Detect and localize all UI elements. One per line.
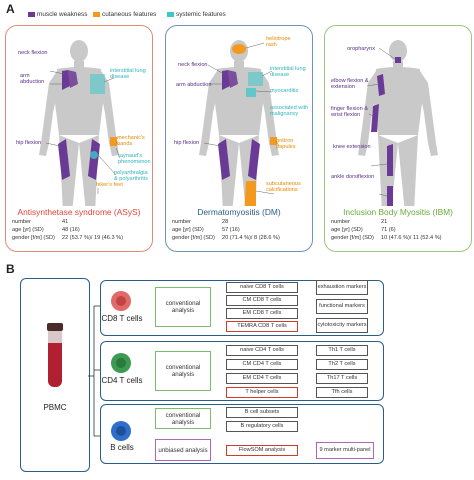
dm-stat-gender-value: 20 (71.4 %)/ 8 (28.6 %)	[222, 235, 280, 241]
asys-stat-age-value: 48 (16)	[62, 227, 80, 233]
cd4-subset-naive: naive CD4 T cells	[226, 345, 298, 356]
dm-card: heliotrope rash neck flexion arm abducti…	[165, 25, 313, 252]
blood-tube-icon	[47, 323, 63, 387]
legend-label-systemic: systemic features	[176, 11, 226, 18]
label-dm-ild: interstitial lung disease	[270, 66, 306, 79]
label-neck-flexion: neck flexion	[18, 50, 48, 56]
label-knee: knee extension	[333, 144, 371, 150]
label-heliotrope: heliotrope rash	[266, 36, 291, 49]
ibm-stat-number-value: 21	[381, 219, 388, 225]
asys-stat-number-label: number	[12, 219, 31, 225]
asys-card: neck flexion arm abduction hip flexion i…	[5, 25, 153, 252]
cd8-analysis-box: conventional analysis	[155, 287, 211, 327]
cd8-marker-exhaustion: exhaustion markers	[316, 280, 368, 295]
label-elbow: elbow flexion & extension	[331, 78, 369, 91]
cd4-subset-em: EM CD4 T cells	[226, 373, 298, 384]
label-mechanics-hands: mechanic's hands	[117, 135, 145, 148]
asys-stat-gender-label: gender [f/m] (SD)	[12, 235, 55, 241]
label-oropharynx: oropharynx	[347, 46, 375, 52]
ibm-stat-gender-label: gender [f/m] (SD)	[331, 235, 374, 241]
legend-label-muscle: muscle weakness	[37, 11, 88, 18]
label-malignancy: associated with malignancy	[270, 105, 309, 118]
cd4-analysis-box: conventional analysis	[155, 351, 211, 391]
label-myocarditis: myocarditis	[270, 88, 299, 94]
cd8-subset-em: EM CD8 T cells	[226, 308, 298, 319]
ibm-stat-gender-value: 10 (47.6 %)/ 11 (52.4 %)	[381, 235, 442, 241]
legend-swatch-cutaneous	[93, 11, 100, 17]
label-dm-arm-abduction: arm abduction	[176, 82, 212, 88]
cd8-subset-temra: TEMRA CD8 T cells	[226, 321, 298, 332]
cd8-cell-label: CD8 T cells	[101, 314, 143, 323]
pbmc-label: PBMC	[43, 403, 67, 412]
ibm-stat-age-value: 71 (6)	[381, 227, 396, 233]
label-calcifications: subcutaneous calcifications	[266, 181, 301, 194]
cd8-marker-functional: functional markers	[316, 299, 368, 314]
label-gottron: gottron papules	[276, 138, 296, 151]
label-ankle: ankle dorsiflexion	[331, 174, 375, 180]
asys-stat-age-label: age [yr] (SD)	[12, 227, 44, 233]
label-arm-abduction: arm abduction	[20, 73, 45, 86]
dm-stat-number-value: 28	[222, 219, 229, 225]
label-hikers-feet: hiker's feet	[96, 182, 123, 188]
cd4-marker-th17: Th17 T cells	[316, 373, 368, 384]
cd8-marker-cytotoxicity: cytotoxicity markers	[316, 318, 368, 333]
ibm-stat-age-label: age [yr] (SD)	[331, 227, 363, 233]
dm-stat-number-label: number	[172, 219, 191, 225]
legend-swatch-systemic	[167, 11, 174, 17]
label-dm-neck-flexion: neck flexion	[178, 62, 208, 68]
dm-body-figure	[199, 40, 280, 206]
pbmc-box: PBMC	[20, 278, 90, 472]
legend-muscle-weakness: muscle weakness	[28, 11, 87, 18]
b-conventional-analysis-box: conventional analysis	[155, 408, 211, 429]
b-subset-b-regulatory: B regulatory cells	[226, 421, 298, 432]
label-hip-flexion: hip flexion	[16, 140, 42, 146]
label-finger: finger flexion & wrist flexion	[331, 106, 369, 119]
cd4-cell-icon	[111, 353, 131, 373]
cd8-subset-cm: CM CD8 T cells	[226, 295, 298, 306]
dm-stat-gender-label: gender [f/m] (SD)	[172, 235, 215, 241]
label-raynaud: raynaud's phenomenon	[118, 153, 151, 166]
dm-stat-age-value: 57 (16)	[222, 227, 240, 233]
b-cell-label: B cells	[110, 443, 134, 452]
cd8-subset-naive: naive CD8 T cells	[226, 282, 298, 293]
label-polyarthralgia: polyarthralgia & polyarthritis	[114, 170, 148, 183]
b-flowsom-analysis: FlowSOM analysis	[226, 445, 298, 456]
asys-title: Antisynthetase syndrome (ASyS)	[17, 207, 141, 217]
b-marker-multi-panel: 9 marker multi-panel	[316, 442, 374, 459]
cd4-subset-cm: CM CD4 T cells	[226, 359, 298, 370]
cd4-subset-t-helper: T helper cells	[226, 387, 298, 398]
asys-stat-gender-value: 22 (53.7 %)/ 19 (46.3 %)	[62, 235, 123, 241]
label-dm-hip-flexion: hip flexion	[174, 140, 200, 146]
legend-swatch-muscle	[28, 11, 35, 17]
cd8-cell-icon	[111, 291, 131, 311]
dm-stat-age-label: age [yr] (SD)	[172, 227, 204, 233]
b-unbiased-analysis-box: unbiased analysis	[155, 439, 211, 461]
cd4-marker-th2: Th2 T cells	[316, 359, 368, 370]
cd4-marker-th1: Th1 T cells	[316, 345, 368, 356]
cd4-marker-tfh: Tfh cells	[316, 387, 368, 398]
ibm-body-figure	[358, 40, 438, 206]
ibm-card: oropharynx elbow flexion & extension fin…	[324, 25, 472, 252]
asys-stat-number-value: 41	[62, 219, 69, 225]
cd4-cell-label: CD4 T cells	[101, 376, 143, 385]
legend-systemic-features: systemic features	[167, 11, 226, 18]
legend-cutaneous-features: cutaneous features	[93, 11, 156, 18]
legend-label-cutaneous: cutaneous features	[102, 11, 157, 18]
ibm-title: Inclusion Body Myositis (IBM)	[343, 207, 453, 217]
asys-body-figure	[39, 40, 121, 206]
panel-a-letter: A	[6, 2, 15, 16]
label-ild: interstitial lung disease	[110, 68, 146, 81]
dm-title: Dermatomyositis (DM)	[197, 207, 281, 217]
panel-b-letter: B	[6, 262, 15, 276]
b-cell-icon	[111, 421, 131, 441]
b-subset-b-cell-subsets: B cell subsets	[226, 407, 298, 418]
ibm-stat-number-label: number	[331, 219, 350, 225]
